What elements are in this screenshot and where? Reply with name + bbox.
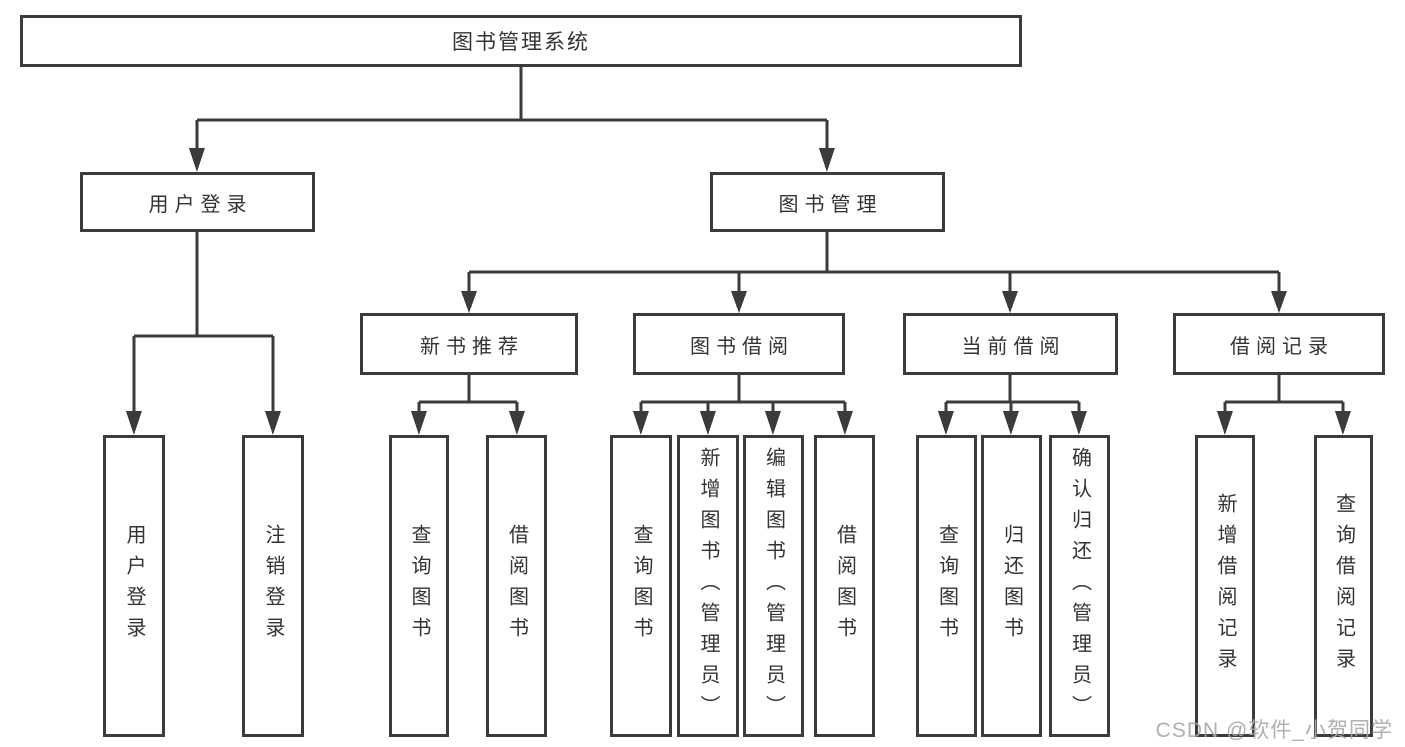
node-user-login: 用户登录: [80, 172, 315, 232]
leaf-borrowing-query-books: 查询图书: [610, 435, 672, 737]
leaf-current-confirm-return-admin: 确认归还（管理员）: [1049, 435, 1110, 737]
arrowhead-icon: [731, 291, 747, 313]
leaf-current-query-books: 查询图书: [916, 435, 977, 737]
arrowhead-icon: [837, 411, 853, 435]
arrowheads: [126, 148, 1351, 435]
node-current-borrowing: 当前借阅: [903, 313, 1118, 375]
connector-records-to-leaves: [1223, 375, 1345, 415]
watermark: CSDN @软件_小贺同学: [1155, 719, 1393, 742]
arrowhead-icon: [189, 148, 205, 172]
arrowhead-icon: [1217, 411, 1233, 435]
leaf-current-return-books: 归还图书: [981, 435, 1042, 737]
node-library-system: 图书管理系统: [20, 15, 1022, 67]
arrowhead-icon: [411, 411, 427, 435]
arrowhead-icon: [1002, 291, 1018, 313]
arrowhead-icon: [700, 411, 716, 435]
connector-currentborrow-to-leaves: [944, 375, 1081, 415]
arrowhead-icon: [633, 411, 649, 435]
arrowhead-icon: [1003, 411, 1019, 435]
connector-bookborrow-to-leaves: [639, 375, 847, 415]
connector-userlogin-to-leaves: [132, 232, 275, 415]
leaf-borrowing-add-books-admin: 新增图书（管理员）: [677, 435, 739, 737]
node-book-management: 图书管理: [710, 172, 945, 232]
arrowhead-icon: [819, 148, 835, 172]
arrowhead-icon: [1335, 411, 1351, 435]
leaf-logout: 注销登录: [242, 435, 304, 737]
leaf-newbooks-query-books: 查询图书: [389, 435, 449, 737]
arrowhead-icon: [938, 411, 954, 435]
leaf-records-add-record: 新增借阅记录: [1195, 435, 1255, 737]
node-new-book-recommend: 新书推荐: [360, 313, 578, 375]
arrowhead-icon: [461, 291, 477, 313]
leaf-records-query-record: 查询借阅记录: [1314, 435, 1373, 737]
leaf-user-login: 用户登录: [103, 435, 165, 737]
arrowhead-icon: [1271, 291, 1287, 313]
node-borrowing-records: 借阅记录: [1173, 313, 1385, 375]
leaf-borrowing-edit-books-admin: 编辑图书（管理员）: [743, 435, 804, 737]
arrowhead-icon: [509, 411, 525, 435]
node-book-borrowing: 图书借阅: [633, 313, 845, 375]
arrowhead-icon: [1071, 411, 1087, 435]
leaf-newbooks-borrow-books: 借阅图书: [486, 435, 547, 737]
arrowhead-icon: [126, 411, 142, 435]
connector-newbooks-to-leaves: [417, 375, 519, 415]
leaf-borrowing-borrow-books: 借阅图书: [814, 435, 875, 737]
connector-bookmgmt-to-level3: [467, 232, 1281, 295]
connector-root-to-level2: [195, 67, 829, 152]
arrowhead-icon: [765, 411, 781, 435]
arrowhead-icon: [265, 411, 281, 435]
